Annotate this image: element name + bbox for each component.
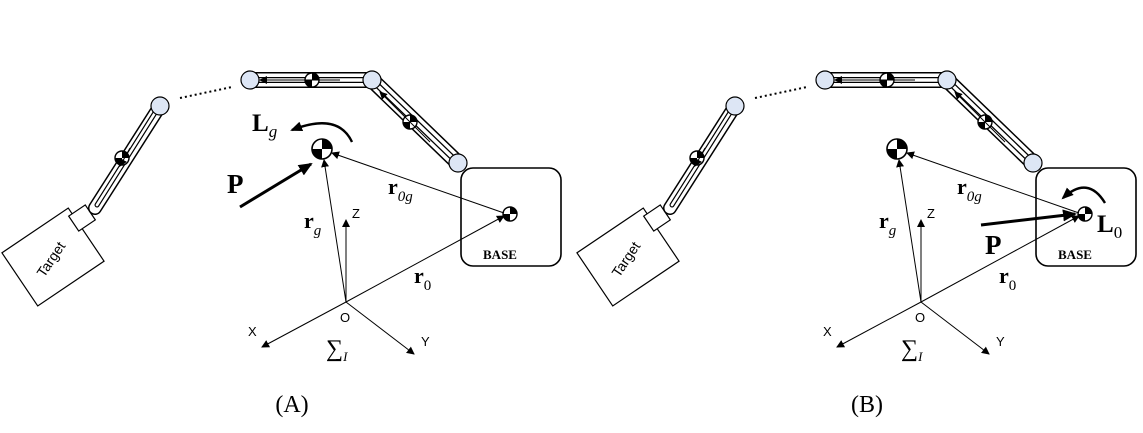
panel-caption-b: (B): [851, 392, 883, 418]
origin-label-a: O: [340, 310, 350, 325]
panel-b: Target BASE L0 P rg r0g r0 Z X Y O ∑I (B…: [577, 71, 1136, 418]
force-arrow-a: [239, 162, 313, 209]
momentum-label-a: Lg: [252, 110, 277, 141]
force-label-b: P: [985, 230, 1002, 260]
axis-y-label-a: Y: [421, 334, 430, 349]
base-label-a: BASE: [483, 247, 517, 262]
vector-r0g-label-b: r0g: [957, 174, 982, 205]
frame-label-b: ∑I: [901, 336, 923, 364]
panel-caption-a: (A): [275, 392, 308, 418]
vector-r0g-label-a: r0g: [388, 174, 413, 205]
origin-label-b: O: [915, 310, 925, 325]
axis-y-label-b: Y: [996, 334, 1005, 349]
base-label-b: BASE: [1058, 247, 1092, 262]
momentum-curve-arrow-a: [290, 121, 354, 143]
vector-r0-label-b: r0: [999, 263, 1016, 294]
manipulator-arm-b: [577, 71, 1136, 354]
vector-r0-label-a: r0: [414, 263, 431, 294]
force-arrow-b: [980, 209, 1077, 227]
axis-z-label-a: Z: [352, 206, 360, 221]
panel-a: Target BASE Lg P rg r0g r0 Z X Y O ∑I (A…: [2, 71, 561, 418]
frame-label-a: ∑I: [326, 336, 348, 364]
momentum-curve-arrow-b: [1061, 186, 1107, 204]
vector-rg-label-b: rg: [879, 208, 897, 239]
vector-rg-label-a: rg: [304, 208, 322, 239]
manipulator-arm-a: [2, 71, 561, 354]
axis-x-label-b: X: [823, 324, 832, 339]
momentum-label-b: L0: [1097, 211, 1122, 242]
axis-x-label-a: X: [248, 324, 257, 339]
force-label-a: P: [227, 169, 244, 199]
axis-z-label-b: Z: [927, 206, 935, 221]
